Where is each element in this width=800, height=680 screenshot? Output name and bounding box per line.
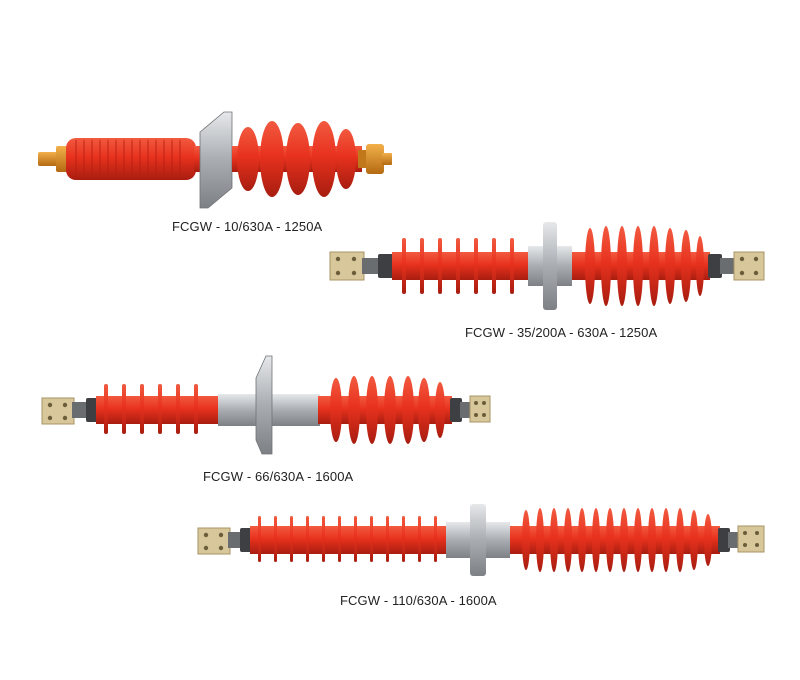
bushing-image-fcgw-66: [41, 355, 491, 455]
product-fcgw-10: FCGW - 10/630A - 1250A: [0, 0, 800, 250]
product-caption: FCGW - 110/630A - 1600A: [340, 593, 497, 608]
bushing-image-fcgw-10: [38, 111, 392, 209]
product-fcgw-35: FCGW - 35/200A - 630A - 1250A: [329, 222, 765, 340]
product-caption: FCGW - 10/630A - 1250A: [172, 219, 323, 234]
product-fcgw-66: FCGW - 66/630A - 1600A: [41, 355, 491, 484]
product-caption: FCGW - 66/630A - 1600A: [203, 469, 354, 484]
bushing-image-fcgw-110: [197, 504, 765, 576]
bushing-image-fcgw-35: [329, 222, 765, 310]
product-fcgw-110: FCGW - 110/630A - 1600A: [197, 504, 765, 608]
product-caption: FCGW - 35/200A - 630A - 1250A: [465, 325, 658, 340]
